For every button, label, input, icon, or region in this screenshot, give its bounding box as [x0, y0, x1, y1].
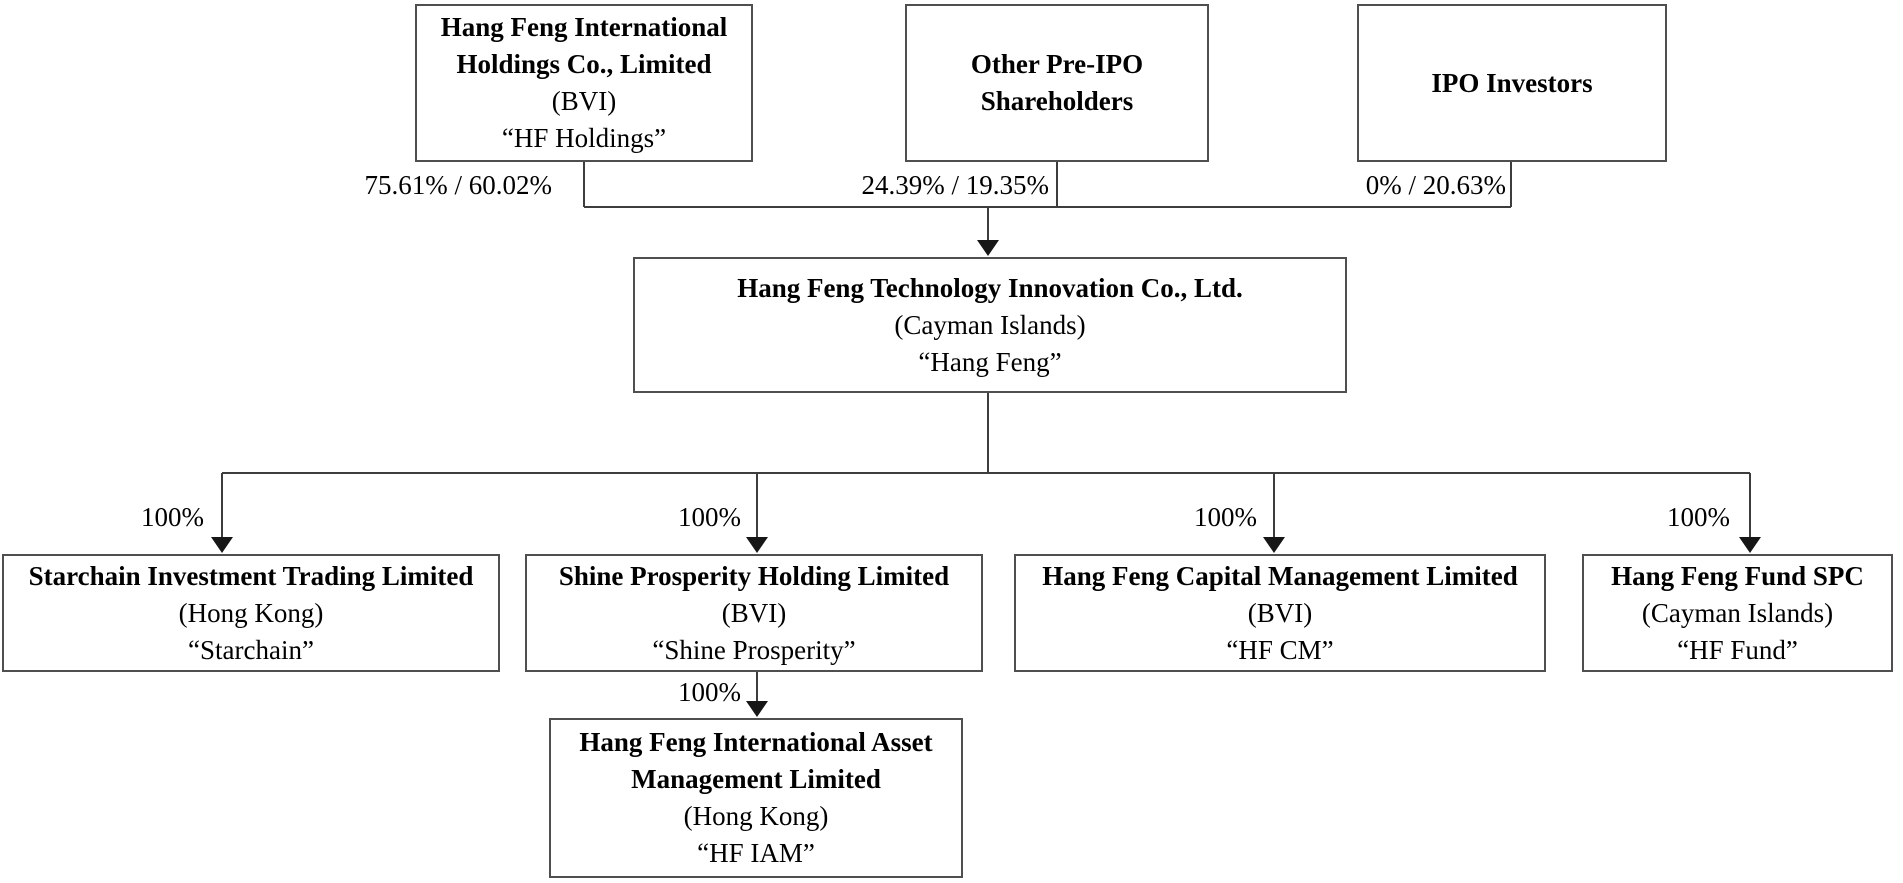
entity-jurisdiction: (Hong Kong) [683, 801, 829, 831]
ownership-label-hf-iam: 100% [678, 677, 741, 707]
entity-alias: “HF Holdings” [501, 123, 667, 153]
entity-name: Hang Feng International [440, 12, 728, 42]
entity-name: Starchain Investment Trading Limited [28, 560, 474, 591]
arrowhead-to-shine-prosperity [746, 537, 768, 553]
entity-jurisdiction: (Hong Kong) [178, 597, 324, 628]
entity-name: Holdings Co., Limited [456, 49, 712, 79]
ownership-label-starchain: 100% [141, 502, 204, 532]
entity-box-hf-cm: Hang Feng Capital Management Limited (BV… [1014, 554, 1546, 672]
entity-name: Shareholders [980, 86, 1134, 116]
arrowhead-to-hf-cm [1263, 537, 1285, 553]
entity-box-hf-fund: Hang Feng Fund SPC (Cayman Islands) “HF … [1582, 554, 1893, 672]
entity-jurisdiction: (BVI) [551, 86, 617, 116]
entity-box-starchain: Starchain Investment Trading Limited (Ho… [2, 554, 500, 672]
entity-name: Shine Prosperity Holding Limited [558, 560, 950, 591]
entity-jurisdiction: (BVI) [1247, 597, 1313, 628]
ownership-label-other-pre-ipo: 24.39% / 19.35% [861, 170, 1049, 200]
entity-box-hf-holdings: Hang Feng International Holdings Co., Li… [415, 4, 753, 162]
entity-jurisdiction: (Cayman Islands) [894, 309, 1086, 340]
ownership-label-shine-prosperity: 100% [678, 502, 741, 532]
arrowhead-into-hang-feng [977, 240, 999, 256]
entity-box-hf-iam: Hang Feng International Asset Management… [549, 718, 963, 878]
ownership-label-hf-holdings: 75.61% / 60.02% [364, 170, 552, 200]
entity-alias: “HF Fund” [1677, 634, 1798, 665]
arrowhead-to-hf-iam [746, 701, 768, 717]
entity-name: Management Limited [631, 764, 881, 794]
arrowhead-to-starchain [211, 537, 233, 553]
entity-jurisdiction: (BVI) [721, 597, 787, 628]
entity-name: Hang Feng Capital Management Limited [1042, 560, 1518, 591]
ownership-label-hf-cm: 100% [1194, 502, 1257, 532]
entity-alias: “Hang Feng” [918, 346, 1062, 377]
entity-box-hang-feng: Hang Feng Technology Innovation Co., Ltd… [633, 257, 1347, 393]
arrowhead-to-hf-fund [1739, 537, 1761, 553]
entity-alias: “Starchain” [188, 634, 314, 665]
entity-name: Hang Feng Fund SPC [1611, 560, 1864, 591]
entity-name: Hang Feng Technology Innovation Co., Ltd… [737, 272, 1243, 303]
entity-alias: “HF CM” [1226, 634, 1334, 665]
entity-box-shine-prosperity: Shine Prosperity Holding Limited (BVI) “… [525, 554, 983, 672]
entity-jurisdiction: (Cayman Islands) [1641, 597, 1834, 628]
entity-box-other-pre-ipo-shareholders: Other Pre-IPO Shareholders [905, 4, 1209, 162]
ownership-label-ipo-investors: 0% / 20.63% [1365, 170, 1506, 200]
entity-name: IPO Investors [1431, 67, 1593, 98]
entity-name: Hang Feng International Asset [579, 727, 933, 757]
entity-alias: “HF IAM” [697, 838, 815, 868]
entity-box-ipo-investors: IPO Investors [1357, 4, 1667, 162]
ownership-label-hf-fund: 100% [1667, 502, 1730, 532]
entity-name: Other Pre-IPO [970, 49, 1144, 79]
entity-alias: “Shine Prosperity” [652, 634, 856, 665]
